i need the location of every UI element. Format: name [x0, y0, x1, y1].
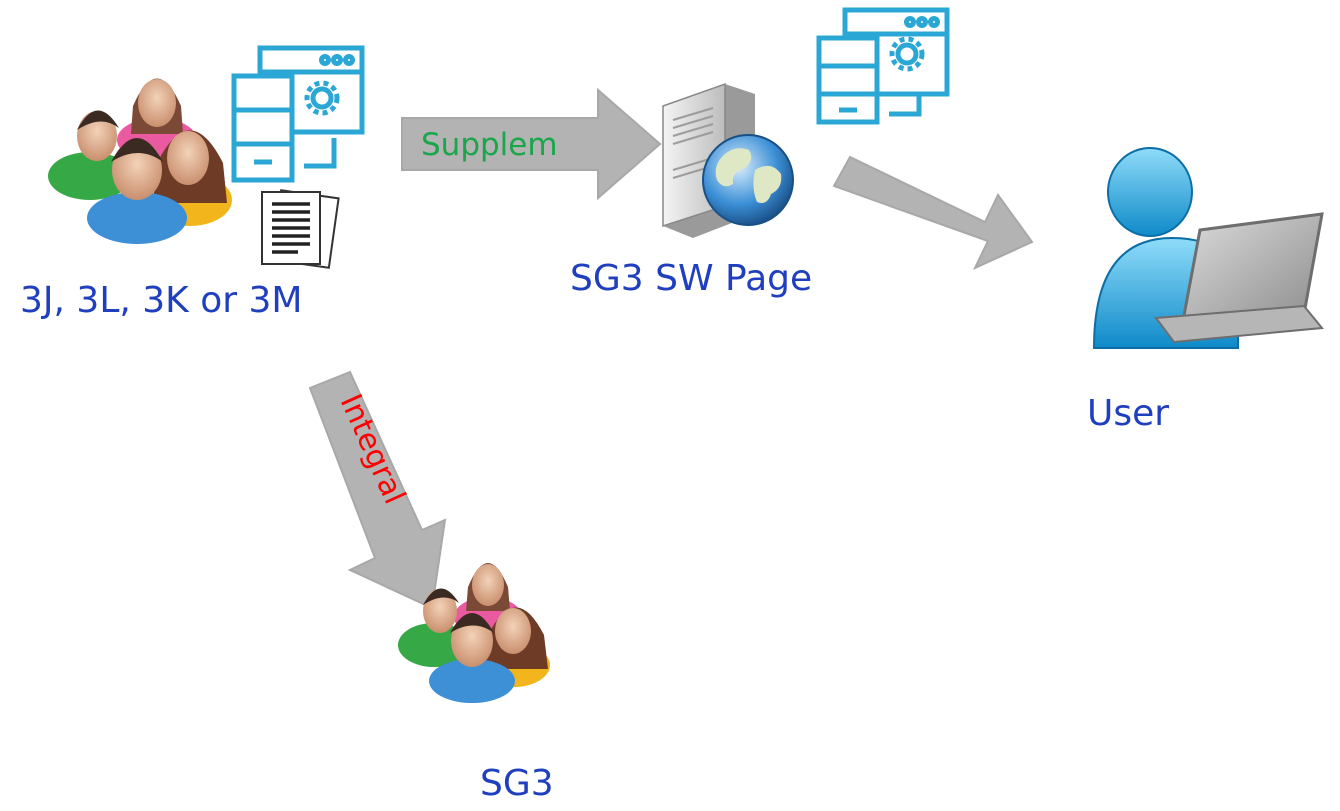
web-server-globe-icon: [662, 82, 794, 238]
people-group-icon: [398, 563, 550, 703]
people-group-icon: [48, 78, 232, 244]
integral-arrow: Integral: [308, 370, 447, 610]
source-group-label: 3J, 3L, 3K or 3M: [20, 280, 302, 321]
user-label: User: [1087, 393, 1169, 434]
software-settings-icon: [816, 7, 950, 125]
software-settings-icon: [231, 45, 365, 183]
supplem-arrow-label: Supplem: [421, 127, 558, 163]
server-label: SG3 SW Page: [570, 258, 812, 299]
supplem-arrow: Supplem: [401, 87, 662, 201]
documents-icon: [261, 189, 340, 269]
user-laptop-icon: [1092, 147, 1324, 349]
server-to-user-arrow: [832, 155, 1034, 271]
target-group-label: SG3: [480, 763, 554, 804]
